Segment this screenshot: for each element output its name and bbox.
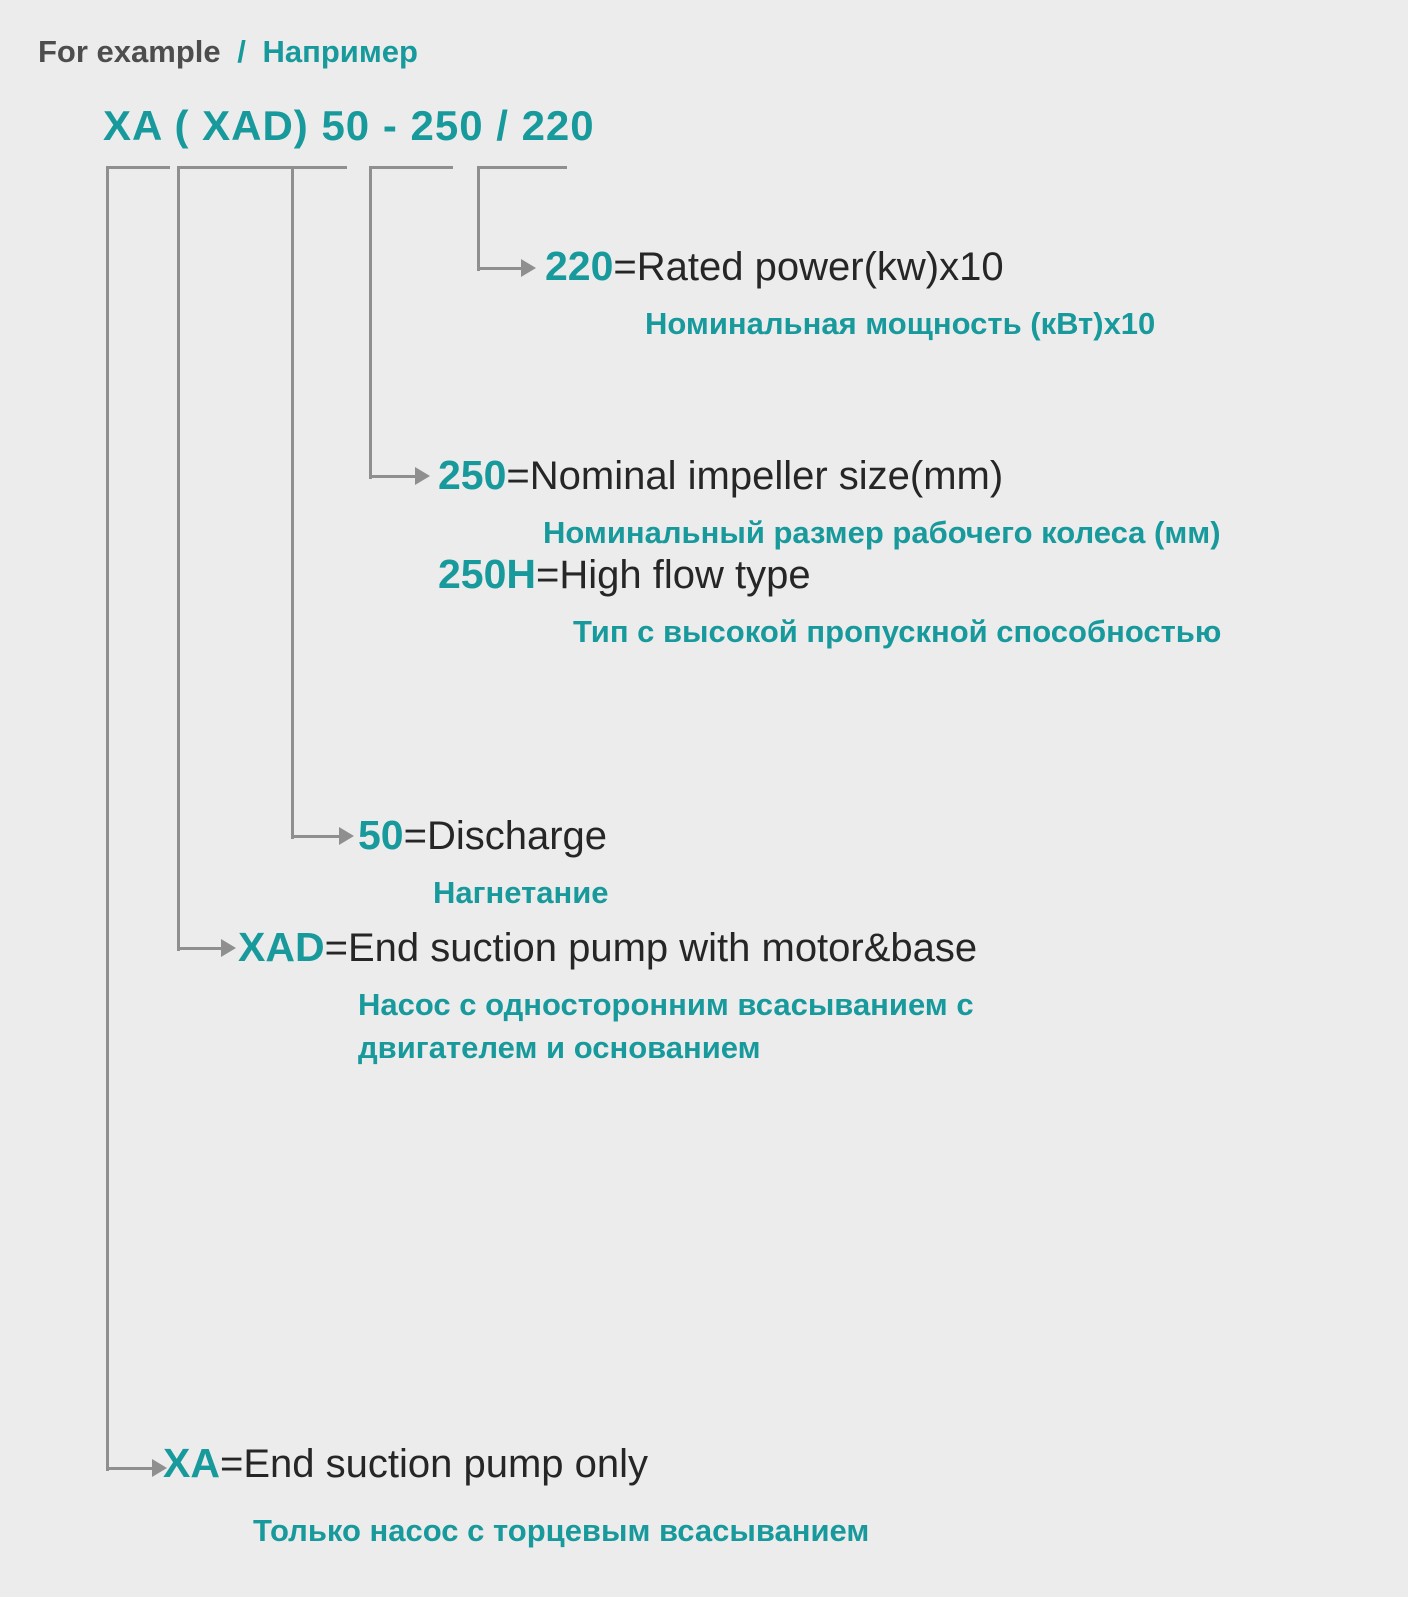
entry-250-definition: 250=Nominal impeller size(mm) — [438, 452, 1221, 499]
entry-50-desc-ru: Нагнетание — [433, 875, 609, 910]
title-english: For example — [38, 34, 221, 69]
entry-50-code: 50 — [358, 812, 404, 858]
entry-xad-definition: XAD=End suction pump with motor&base — [238, 924, 1048, 971]
bracket-50 — [291, 166, 347, 169]
entry-xa: XA=End suction pump only Только насос с … — [163, 1440, 869, 1552]
entry-250h-definition: 250H=High flow type — [438, 551, 1221, 598]
entry-xad-desc-ru: Насос с односторонним всасыванием с двиг… — [358, 987, 974, 1066]
entry-50: 50=Discharge Нагнетание — [358, 812, 609, 914]
connector-vertical-220 — [477, 166, 480, 271]
connector-horizontal-xad — [177, 947, 223, 950]
entry-220-desc-en: =Rated power(kw)x10 — [613, 245, 1004, 289]
bracket-220 — [477, 166, 567, 169]
entry-250h: 250H=High flow type Тип с высокой пропус… — [438, 551, 1221, 653]
entry-250-desc-en: =Nominal impeller size(mm) — [506, 454, 1004, 498]
arrow-icon-xad — [221, 939, 236, 957]
arrow-icon-250 — [415, 467, 430, 485]
entry-xad: XAD=End suction pump with motor&base Нас… — [238, 924, 1048, 1070]
entry-50-definition: 50=Discharge — [358, 812, 609, 859]
entry-250-desc-ru: Номинальный размер рабочего колеса (мм) — [543, 515, 1221, 550]
entry-220: 220=Rated power(kw)x10 Номинальная мощно… — [545, 243, 1155, 345]
entry-xa-desc-en: =End suction pump only — [219, 1442, 649, 1486]
entry-50-desc-en: =Discharge — [403, 814, 608, 858]
connector-horizontal-220 — [477, 267, 523, 270]
entry-220-definition: 220=Rated power(kw)x10 — [545, 243, 1155, 290]
page-title: For example / Например — [38, 34, 418, 70]
bracket-xad — [177, 166, 291, 169]
entry-xad-code: XAD — [238, 924, 325, 970]
connector-vertical-250 — [369, 166, 372, 479]
arrow-icon-220 — [521, 259, 536, 277]
model-code: XA ( XAD) 50 - 250 / 220 — [103, 102, 595, 149]
bracket-250 — [369, 166, 453, 169]
connector-vertical-50 — [291, 166, 294, 839]
connector-horizontal-xa — [106, 1467, 154, 1470]
entry-250-code: 250 — [438, 452, 507, 498]
entry-xa-desc-ru: Только насос с торцевым всасыванием — [253, 1513, 870, 1548]
title-separator: / — [237, 34, 246, 69]
entry-xa-code: XA — [163, 1440, 220, 1486]
connector-horizontal-250 — [369, 475, 417, 478]
entry-220-code: 220 — [545, 243, 614, 289]
entry-250: 250=Nominal impeller size(mm) Номинальны… — [438, 452, 1221, 554]
entry-250h-desc-en: =High flow type — [536, 553, 811, 597]
entry-250h-code: 250H — [438, 551, 537, 597]
arrow-icon-xa — [152, 1459, 167, 1477]
entry-220-desc-ru: Номинальная мощность (кВт)x10 — [645, 306, 1156, 341]
connector-vertical-xa — [106, 166, 109, 1471]
title-russian: Например — [262, 34, 418, 69]
bracket-xa — [106, 166, 170, 169]
entry-xad-desc-en: =End suction pump with motor&base — [324, 926, 978, 970]
entry-xa-definition: XA=End suction pump only — [163, 1440, 869, 1487]
arrow-icon-50 — [339, 827, 354, 845]
entry-250h-desc-ru: Тип с высокой пропускной способностью — [573, 614, 1222, 649]
connector-vertical-xad — [177, 166, 180, 951]
connector-horizontal-50 — [291, 835, 341, 838]
